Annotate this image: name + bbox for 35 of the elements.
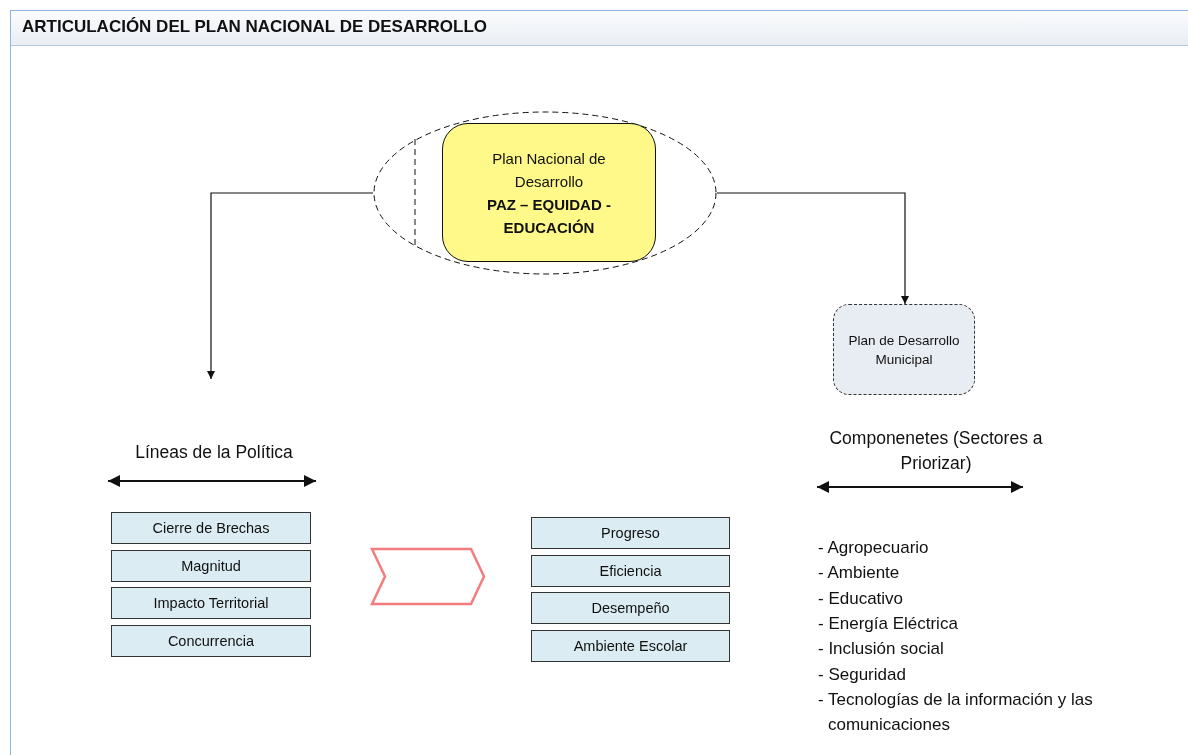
title: ARTICULACIÓN DEL PLAN NACIONAL DE DESARROLLO	[22, 17, 487, 37]
arrow	[207, 192, 374, 380]
list-box	[531, 517, 730, 549]
section-heading: Componenetes (Sectores a Priorizar)	[828, 427, 1044, 475]
list-box	[531, 630, 730, 662]
node-label: Desempeño	[591, 598, 670, 618]
node-label: Progreso	[601, 523, 660, 543]
node-label: Plan de Desarrollo Municipal	[847, 331, 961, 369]
plan-box	[442, 123, 656, 262]
list-box	[111, 512, 311, 544]
node-label: Magnitud	[181, 556, 241, 576]
chevron-arrow	[371, 548, 485, 605]
section-heading: Líneas de la Política	[134, 441, 294, 464]
node-label: Ambiente Escolar	[573, 636, 688, 656]
list-item: - Energía Eléctrica	[818, 612, 959, 635]
list-item: - Educativo	[818, 587, 905, 610]
list-item: - Ambiente	[818, 562, 901, 585]
dashed-box	[833, 304, 975, 395]
list-box	[111, 550, 311, 582]
node-label: Concurrencia	[167, 631, 255, 651]
node-label: Eficiencia	[599, 561, 662, 581]
node-label: Cierre de Brechas	[152, 518, 270, 538]
list-item: - Tecnologías de la información y las comunicaciones	[818, 688, 1094, 736]
list-box	[531, 592, 730, 624]
list-box	[111, 587, 311, 619]
list-item: - Inclusión social	[818, 638, 945, 661]
dashed-ellipse	[373, 111, 717, 275]
list-item: - Seguridad	[818, 663, 907, 686]
list-box	[531, 555, 730, 587]
node-subtitle: PAZ – EQUIDAD - EDUCACIÓN	[486, 194, 612, 238]
arrow	[716, 192, 909, 305]
node-heading: Plan Nacional de Desarrollo	[491, 148, 607, 192]
list-box	[111, 625, 311, 657]
node-label: Impacto Territorial	[153, 593, 269, 613]
list-item: - Agropecuario	[818, 537, 930, 559]
